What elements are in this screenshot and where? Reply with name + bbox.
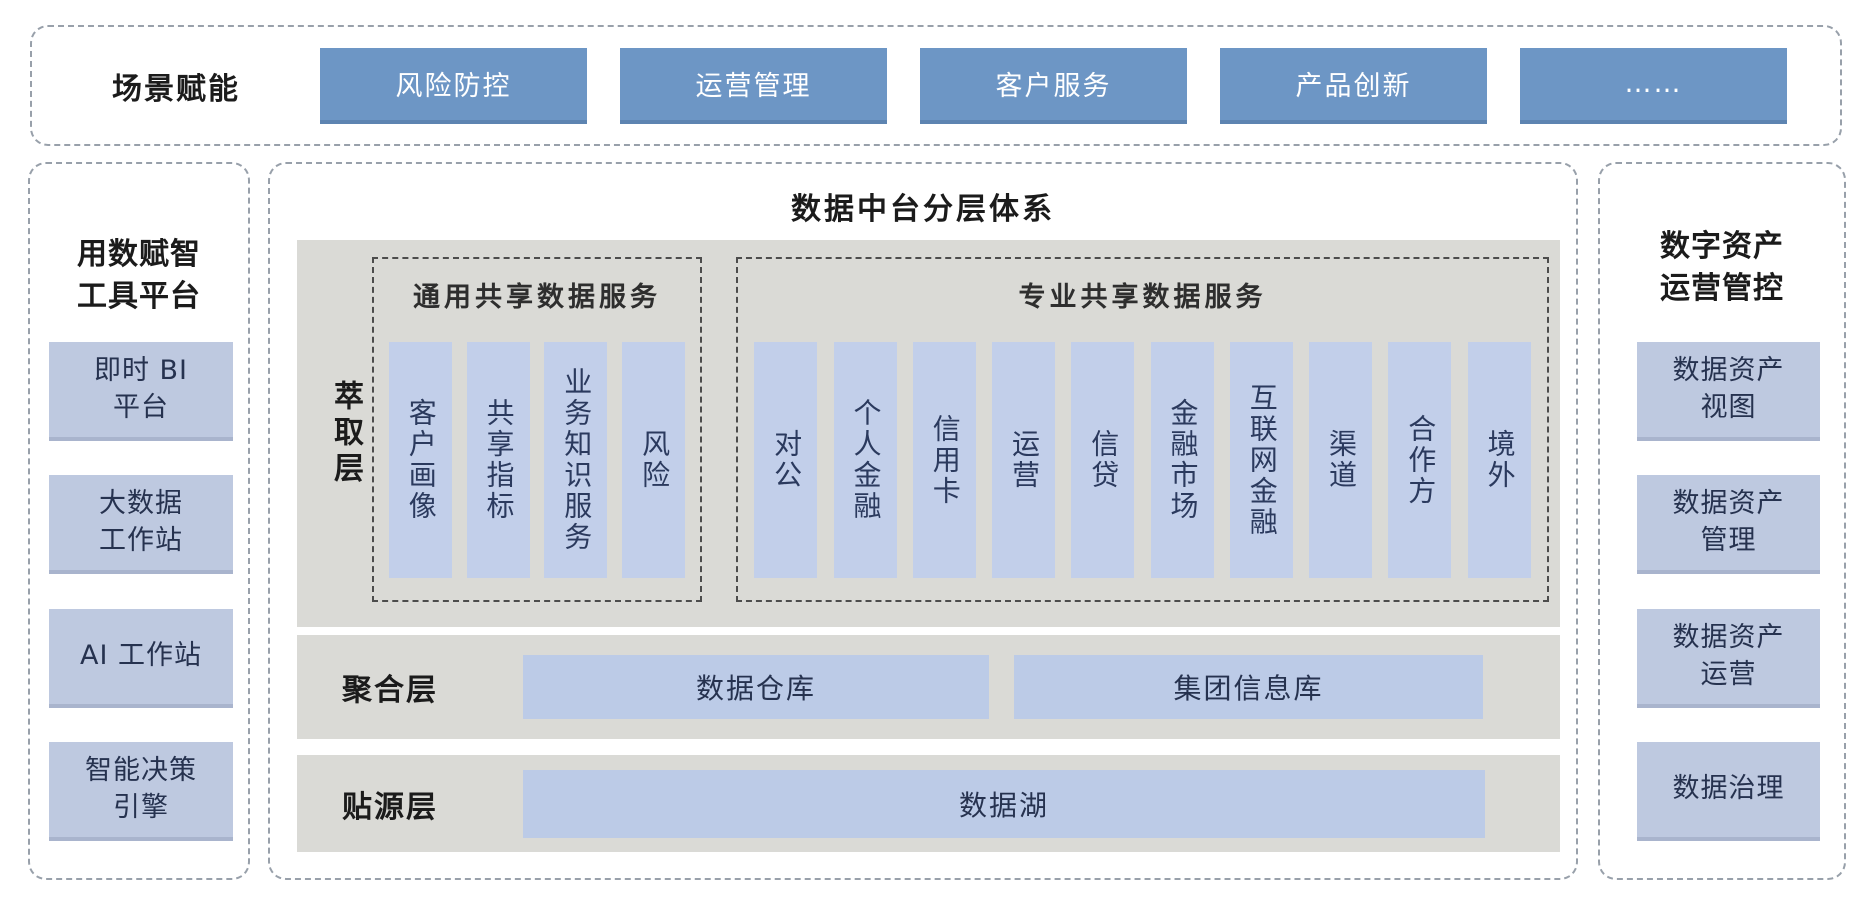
scene-button-risk-prevention: 风险防控 <box>320 47 587 124</box>
aggregate-item-group-information-base: 集团信息库 <box>1014 655 1483 719</box>
column-operations: 运营 <box>992 342 1056 578</box>
column-credit-card: 信用卡 <box>912 342 976 578</box>
column-credit: 信贷 <box>1071 342 1135 578</box>
source-layer: 贴源层 数据湖 <box>297 755 1560 852</box>
data-middle-platform-panel: 数据中台分层体系 萃取层 通用共享数据服务 客户画像 共享指标 业务知识服务 风… <box>268 162 1578 880</box>
professional-services-title: 专业共享数据服务 <box>1018 282 1267 313</box>
asset-panel-title: 数字资产 运营管控 <box>1660 229 1784 306</box>
center-panel-title: 数据中台分层体系 <box>791 192 1055 227</box>
general-services-columns: 客户画像 共享指标 业务知识服务 风险 <box>374 342 700 578</box>
digital-asset-governance-panel: 数字资产 运营管控 数据资产 视图 数据资产 管理 数据资产 运营 数据治理 <box>1598 162 1846 880</box>
aggregate-item-data-warehouse: 数据仓库 <box>523 655 989 719</box>
column-shared-indicators: 共享指标 <box>466 342 530 578</box>
column-customer-profile: 客户画像 <box>388 342 452 578</box>
professional-services-columns: 对公 个人金融 信用卡 运营 信贷 金融市场 互联网金融 渠道 合作方 境外 <box>738 342 1547 578</box>
asset-item-data-asset-operations: 数据资产 运营 <box>1637 609 1820 708</box>
general-shared-data-services-group: 通用共享数据服务 客户画像 共享指标 业务知识服务 风险 <box>372 257 702 602</box>
column-financial-markets: 金融市场 <box>1150 342 1214 578</box>
column-internet-finance: 互联网金融 <box>1229 342 1293 578</box>
asset-item-data-asset-management: 数据资产 管理 <box>1637 475 1820 574</box>
aggregation-layer: 聚合层 数据仓库 集团信息库 <box>297 635 1560 739</box>
data-empowerment-tools-panel: 用数赋智 工具平台 即时 BI 平台 大数据 工作站 AI 工作站 智能决策 引… <box>28 162 250 880</box>
scene-button-more: …… <box>1520 47 1787 124</box>
tool-item-ai-workstation: AI 工作站 <box>49 609 233 708</box>
scene-button-row: 风险防控 运营管理 客户服务 产品创新 …… <box>320 47 1849 124</box>
extraction-layer: 萃取层 通用共享数据服务 客户画像 共享指标 业务知识服务 风险 专业共享数据服… <box>297 240 1560 627</box>
column-overseas: 境外 <box>1467 342 1531 578</box>
column-channels: 渠道 <box>1309 342 1373 578</box>
professional-shared-data-services-group: 专业共享数据服务 对公 个人金融 信用卡 运营 信贷 金融市场 互联网金融 渠道… <box>736 257 1549 602</box>
asset-item-data-asset-view: 数据资产 视图 <box>1637 342 1820 441</box>
extraction-layer-label: 萃取层 <box>328 379 363 488</box>
tools-panel-title: 用数赋智 工具平台 <box>77 237 201 314</box>
tool-item-instant-bi-platform: 即时 BI 平台 <box>49 342 233 441</box>
aggregation-layer-label: 聚合层 <box>342 673 438 708</box>
column-partners: 合作方 <box>1388 342 1452 578</box>
column-business-knowledge-service: 业务知识服务 <box>544 342 608 578</box>
source-item-data-lake: 数据湖 <box>523 770 1485 838</box>
scene-enablement-band: 场景赋能 风险防控 运营管理 客户服务 产品创新 …… <box>30 25 1842 146</box>
asset-item-data-governance: 数据治理 <box>1637 742 1820 841</box>
scene-button-product-innovation: 产品创新 <box>1220 47 1487 124</box>
tool-item-intelligent-decision-engine: 智能决策 引擎 <box>49 742 233 841</box>
scene-button-operations-management: 运营管理 <box>620 47 887 124</box>
scene-button-customer-service: 客户服务 <box>920 47 1187 124</box>
scene-band-label: 场景赋能 <box>112 71 240 107</box>
general-services-title: 通用共享数据服务 <box>413 282 661 313</box>
source-layer-label: 贴源层 <box>342 789 438 825</box>
tool-item-big-data-workstation: 大数据 工作站 <box>49 475 233 574</box>
column-risk: 风险 <box>622 342 686 578</box>
column-corporate: 对公 <box>754 342 818 578</box>
column-personal-finance: 个人金融 <box>833 342 897 578</box>
